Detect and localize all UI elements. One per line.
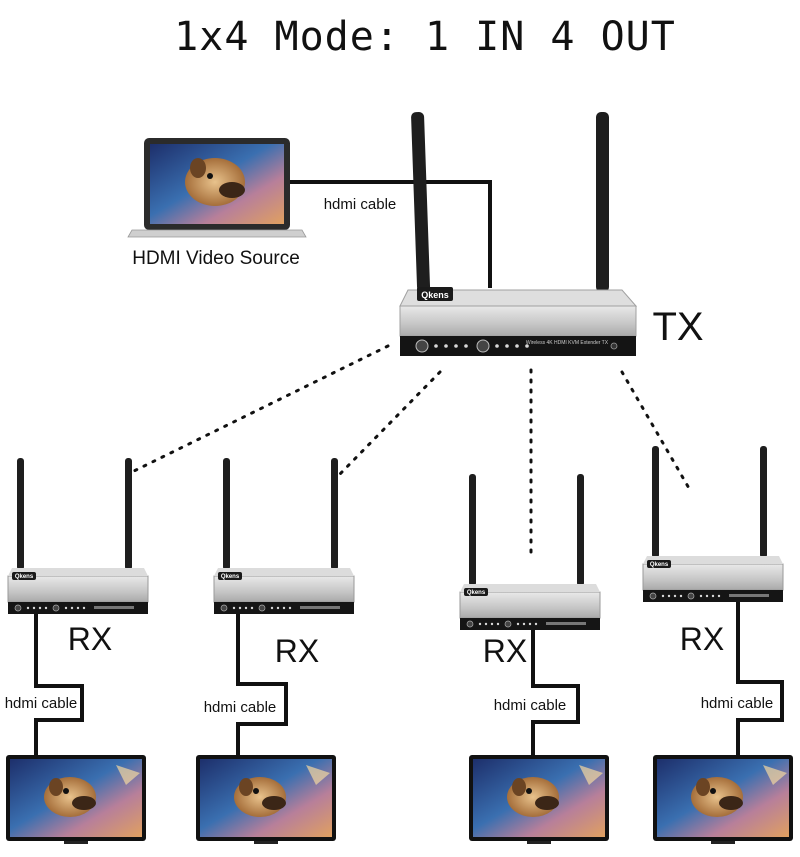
tx-unit: Qkens Wireless 4K HDMI KVM Extender TX: [399, 111, 638, 356]
source-hdmi-cable: [290, 180, 492, 288]
rx-cable-4: [736, 602, 784, 755]
rx-cable-label-4: hdmi cable: [701, 695, 774, 712]
rx-cable-1: [34, 614, 84, 755]
rx-cable-label-3: hdmi cable: [494, 697, 567, 714]
monitor-2: [196, 755, 336, 844]
rx-unit-3: Qkens: [459, 473, 601, 631]
rx-cable-2: [236, 614, 288, 755]
wireless-link-2: [338, 370, 442, 476]
wireless-link-1: [130, 344, 390, 474]
monitor-3: [469, 755, 609, 844]
tx-brand: Qkens: [421, 290, 449, 300]
laptop-source: [127, 138, 307, 238]
monitor-1: [6, 755, 146, 844]
rx-label-2: RX: [275, 633, 319, 669]
source-label: HDMI Video Source: [132, 248, 300, 269]
svg-text:Qkens: Qkens: [650, 562, 669, 568]
rx-cable-3: [531, 630, 580, 755]
svg-text:Qkens: Qkens: [221, 574, 240, 580]
rx-label-4: RX: [680, 621, 724, 657]
rx-unit-2: Qkens: [213, 457, 355, 615]
rx-label-1: RX: [68, 621, 112, 657]
svg-text:Qkens: Qkens: [15, 574, 34, 580]
monitor-4: [653, 755, 793, 844]
wireless-link-4: [620, 370, 692, 492]
source-cable-label: hdmi cable: [324, 196, 397, 213]
rx-label-3: RX: [483, 633, 527, 669]
rx-unit-1: Qkens: [7, 457, 149, 615]
rx-unit-4: Qkens: [642, 445, 784, 603]
rx-cable-label-1: hdmi cable: [5, 695, 78, 712]
rx-cable-label-2: hdmi cable: [204, 699, 277, 716]
diagram-title: 1x4 Mode: 1 IN 4 OUT: [174, 14, 676, 60]
svg-text:Qkens: Qkens: [467, 590, 486, 596]
tx-label: TX: [652, 305, 703, 349]
tx-model: Wireless 4K HDMI KVM Extender TX: [526, 340, 609, 346]
